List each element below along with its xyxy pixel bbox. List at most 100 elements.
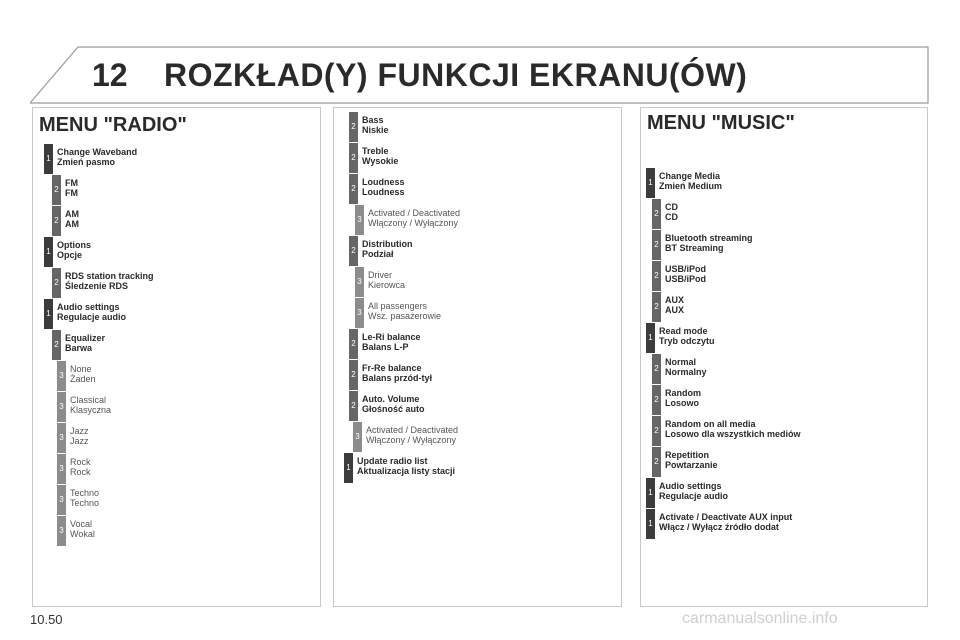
menu-item-english: Update radio list bbox=[357, 456, 428, 466]
menu-item-english: Equalizer bbox=[65, 333, 106, 343]
menu-item-english: Random bbox=[665, 388, 701, 398]
menu-item-english: Loudness bbox=[362, 177, 405, 187]
menu-item-polish: Balans L-P bbox=[362, 342, 409, 352]
menu-item-english: Fr-Re balance bbox=[362, 363, 422, 373]
page-title: ROZKŁAD(Y) FUNKCJI EKRANU(ÓW) bbox=[164, 57, 748, 93]
menu-item-polish: Rock bbox=[70, 467, 91, 477]
level-marker: 1 bbox=[646, 323, 655, 353]
level-marker: 3 bbox=[355, 267, 364, 297]
level-marker: 2 bbox=[349, 174, 358, 204]
menu-item-polish: Zmień pasmo bbox=[57, 157, 116, 167]
watermark: carmanualsonline.info bbox=[682, 610, 838, 627]
level-marker: 3 bbox=[57, 423, 66, 453]
level-marker: 2 bbox=[52, 206, 61, 236]
header-frame bbox=[30, 46, 929, 104]
menu-item-polish: Losowo bbox=[665, 398, 699, 408]
menu-item-polish: Zmień Medium bbox=[659, 181, 723, 191]
menu-item-polish: Głośność auto bbox=[362, 404, 425, 414]
menu-item-english: Le-Ri balance bbox=[362, 332, 421, 342]
menu-item-english: Driver bbox=[368, 270, 392, 280]
level-marker: 1 bbox=[646, 478, 655, 508]
menu-item-polish: Regulacje audio bbox=[57, 312, 127, 322]
level-marker: 1 bbox=[44, 299, 53, 329]
level-marker: 3 bbox=[57, 361, 66, 391]
level-marker: 3 bbox=[57, 454, 66, 484]
menu-item-polish: Losowo dla wszystkich mediów bbox=[665, 429, 801, 439]
menu-item-polish: Wokal bbox=[70, 529, 95, 539]
level-marker: 1 bbox=[646, 509, 655, 539]
menu-item-english: Activated / Deactivated bbox=[368, 208, 461, 218]
page-header: 12 ROZKŁAD(Y) FUNKCJI EKRANU(ÓW) bbox=[30, 46, 930, 104]
level-marker: 2 bbox=[652, 230, 661, 260]
menu-item-english: Audio settings bbox=[57, 302, 120, 312]
menu-item-english: Activated / Deactivated bbox=[366, 425, 459, 435]
menu-item-english: Audio settings bbox=[659, 481, 722, 491]
level-marker: 3 bbox=[57, 485, 66, 515]
menu-item-english: Treble bbox=[362, 146, 389, 156]
level-marker: 2 bbox=[52, 330, 61, 360]
menu-item-polish: Podział bbox=[362, 249, 394, 259]
menu-item-english: AUX bbox=[665, 295, 685, 305]
menu-item-english: CD bbox=[665, 202, 678, 212]
menu-item-english: None bbox=[70, 364, 92, 374]
level-marker: 2 bbox=[52, 175, 61, 205]
menu-item-polish: Loudness bbox=[362, 187, 405, 197]
level-marker: 2 bbox=[349, 143, 358, 173]
level-marker: 3 bbox=[353, 422, 362, 452]
chapter-number: 12 bbox=[92, 57, 128, 93]
level-marker: 2 bbox=[652, 292, 661, 322]
menu-item-polish: AM bbox=[65, 219, 79, 229]
menu-item-polish: Barwa bbox=[65, 343, 93, 353]
menu-item-english: Jazz bbox=[70, 426, 89, 436]
menu-item-english: Bluetooth streaming bbox=[665, 233, 753, 243]
menu-item-english: FM bbox=[65, 178, 78, 188]
level-marker: 3 bbox=[355, 205, 364, 235]
menu-item-english: Auto. Volume bbox=[362, 394, 420, 404]
menu-item-polish: FM bbox=[65, 188, 78, 198]
level-marker: 3 bbox=[355, 298, 364, 328]
level-marker: 2 bbox=[349, 112, 358, 142]
level-marker: 2 bbox=[652, 385, 661, 415]
menu-item-english: Classical bbox=[70, 395, 107, 405]
menu-item-english: Vocal bbox=[70, 519, 93, 529]
menu-item-polish: Powtarzanie bbox=[665, 460, 718, 470]
menu-item-english: Change Media bbox=[659, 171, 721, 181]
level-marker: 2 bbox=[652, 416, 661, 446]
level-marker: 3 bbox=[57, 516, 66, 546]
menu-item-english: Random on all media bbox=[665, 419, 756, 429]
menu-item-polish: CD bbox=[665, 212, 678, 222]
menu-item-polish: Niskie bbox=[362, 125, 389, 135]
menu-item-polish: Włączony / Wyłączony bbox=[368, 218, 458, 228]
menu-item-polish: Normalny bbox=[665, 367, 707, 377]
level-marker: 2 bbox=[349, 360, 358, 390]
level-marker: 2 bbox=[652, 447, 661, 477]
menu-item-polish: Techno bbox=[70, 498, 100, 508]
menu-item-english: Activate / Deactivate AUX input bbox=[659, 512, 793, 522]
level-marker: 2 bbox=[52, 268, 61, 298]
